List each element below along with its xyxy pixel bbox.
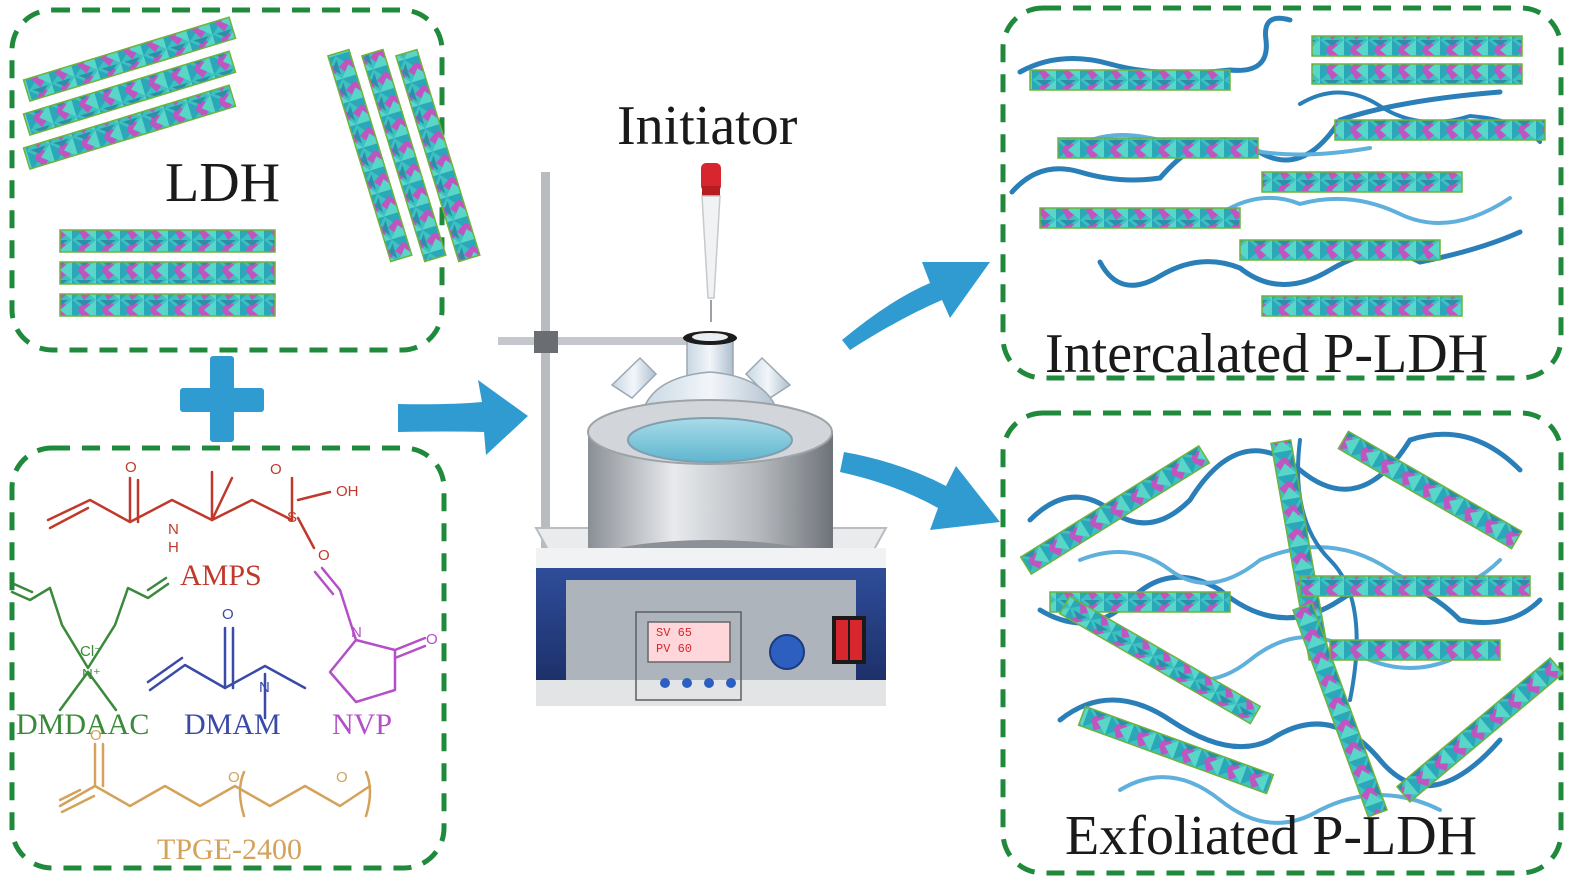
tpge-o-chain-label: O bbox=[228, 769, 240, 786]
dmam-label: DMAM bbox=[184, 708, 281, 741]
arrow-to-intercalated-icon bbox=[842, 262, 990, 350]
exfoliated-panel bbox=[1000, 410, 1564, 876]
plus-icon bbox=[180, 356, 264, 442]
nvp-label: NVP bbox=[332, 708, 393, 741]
exfoliated-sheets bbox=[1019, 430, 1565, 818]
tpge-label: TPGE-2400 bbox=[157, 833, 302, 866]
amps-h-label: H bbox=[168, 539, 179, 556]
amps-o-top-label: O bbox=[270, 461, 282, 478]
intercalated-sheets bbox=[1029, 35, 1546, 317]
lab-stand bbox=[498, 172, 698, 562]
amps-s-label: S bbox=[287, 509, 298, 526]
tpge-o-label: O bbox=[90, 727, 102, 744]
dmdaac-n-label: N⁺ bbox=[82, 666, 101, 683]
amps-n-label: N bbox=[168, 521, 179, 538]
nvp-o-label: O bbox=[426, 631, 438, 648]
stirrer-knob-icon bbox=[769, 634, 805, 670]
dmdaac-label: DMDAAC bbox=[16, 708, 150, 741]
arrow-to-reactor-icon bbox=[398, 380, 528, 455]
display-sv: SV 65 bbox=[656, 626, 693, 640]
initiator-dropper bbox=[701, 163, 721, 322]
stirrer-base bbox=[536, 548, 886, 706]
dmam-o-label: O bbox=[222, 606, 234, 623]
ldh-sheets bbox=[22, 16, 481, 317]
monomer-panel bbox=[9, 445, 447, 871]
dmdaac-cl-label: Cl⁻ bbox=[80, 643, 103, 660]
arrow-to-exfoliated-icon bbox=[840, 452, 1000, 530]
dmam-n-label: N bbox=[259, 679, 270, 696]
tpge-o-end-label: O bbox=[336, 769, 348, 786]
exfoliated-label: Exfoliated P-LDH bbox=[1065, 805, 1478, 867]
nvp-structure bbox=[313, 566, 427, 704]
amps-o-bottom-label: O bbox=[318, 547, 330, 564]
amps-o-amide-label: O bbox=[125, 459, 137, 476]
reaction-arrows bbox=[398, 262, 1000, 530]
dmam-structure bbox=[146, 626, 307, 720]
display-pv: PV 60 bbox=[656, 642, 693, 656]
amps-structure bbox=[46, 470, 332, 550]
ldh-label: LDH bbox=[165, 152, 281, 214]
initiator-label: Initiator bbox=[617, 95, 798, 157]
nvp-n-label: N bbox=[351, 624, 362, 641]
amps-oh-label: OH bbox=[336, 483, 359, 500]
intercalated-label: Intercalated P-LDH bbox=[1045, 323, 1489, 385]
monomer-structures bbox=[10, 470, 427, 818]
dmdaac-structure bbox=[10, 576, 170, 712]
tpge-structure bbox=[58, 742, 372, 818]
amps-label: AMPS bbox=[180, 559, 262, 592]
